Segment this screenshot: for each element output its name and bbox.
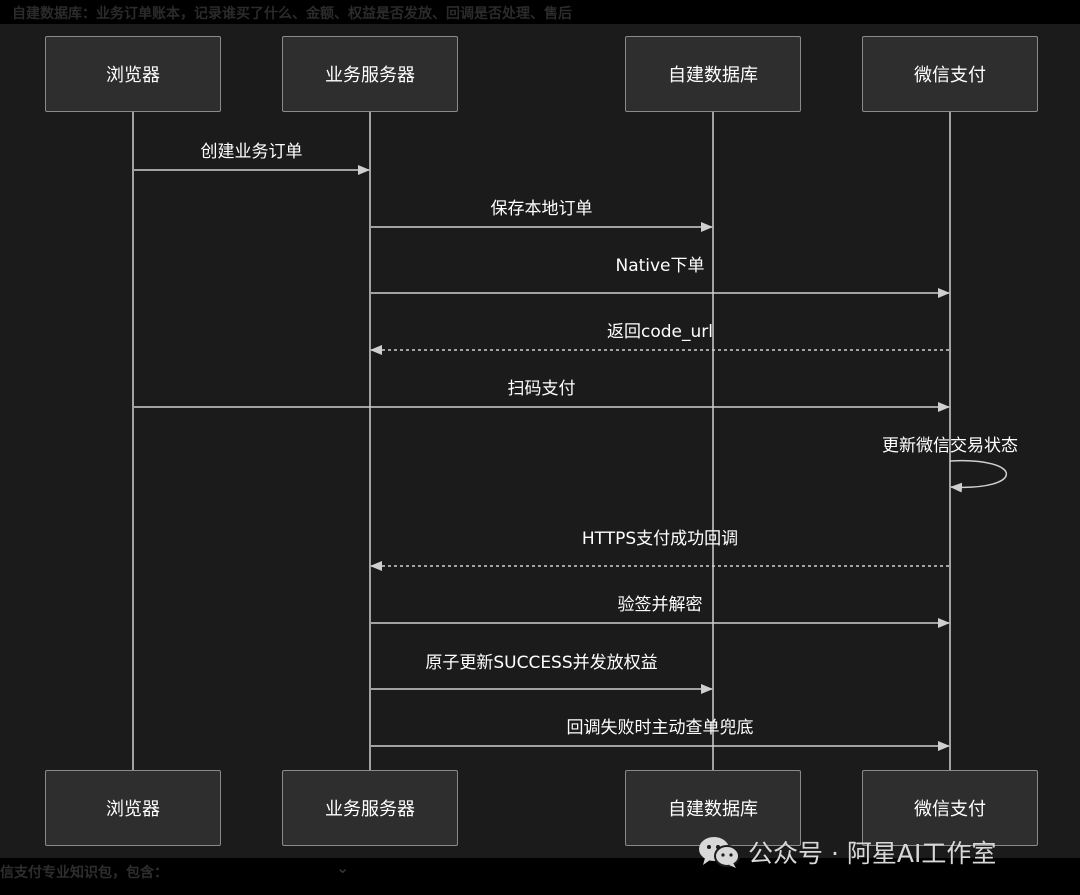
chevron-down-icon: ⌄: [336, 858, 350, 877]
participant-db-top: 自建数据库: [625, 36, 801, 112]
participant-browser-top: 浏览器: [45, 36, 221, 112]
participant-server-top: 业务服务器: [282, 36, 458, 112]
message-arrow-5: [949, 459, 1008, 493]
top-caption-strip: 自建数据库：业务订单账本，记录谁买了什么、金额、权益是否发放、回调是否处理、售后: [0, 0, 1080, 24]
message-label-8: 原子更新SUCCESS并发放权益: [425, 653, 658, 673]
message-label-4: 扫码支付: [507, 379, 576, 399]
watermark: 公众号 · 阿星AI工作室: [698, 834, 996, 870]
participant-browser-bottom: 浏览器: [45, 770, 221, 846]
participant-wechat-bottom: 微信支付: [862, 770, 1038, 846]
message-label-7: 验签并解密: [617, 595, 703, 615]
message-label-5: 更新微信交易状态: [882, 436, 1018, 456]
top-caption: 自建数据库：业务订单账本，记录谁买了什么、金额、权益是否发放、回调是否处理、售后: [12, 6, 572, 22]
bottom-caption: 信支付专业知识包，包含：: [0, 865, 168, 881]
message-label-2: Native下单: [615, 256, 705, 276]
participant-wechat-top: 微信支付: [862, 36, 1038, 112]
participant-db-bottom: 自建数据库: [625, 770, 801, 846]
watermark-text: 公众号 · 阿星AI工作室: [748, 839, 997, 868]
bottom-caption-strip: 信支付专业知识包，包含： ⌄: [0, 858, 1080, 895]
message-label-0: 创建业务订单: [200, 142, 303, 162]
message-label-6: HTTPS支付成功回调: [581, 529, 739, 549]
message-label-1: 保存本地订单: [490, 199, 593, 219]
wechat-icon: [699, 837, 740, 868]
message-label-3: 返回code_url: [607, 322, 713, 342]
participant-server-bottom: 业务服务器: [282, 770, 458, 846]
message-label-9: 回调失败时主动查单兜底: [566, 718, 754, 738]
